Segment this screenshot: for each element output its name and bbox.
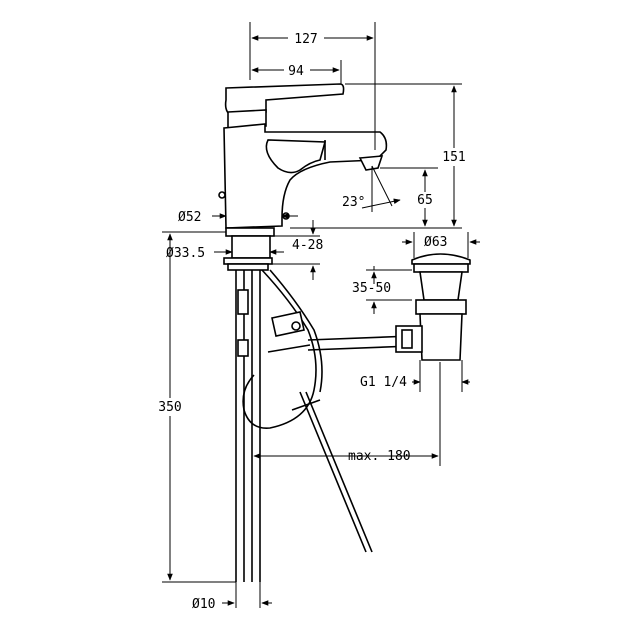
hose-fitting-lower (237, 339, 249, 357)
drain-assembly (395, 253, 471, 361)
dim-4-28: 4-28 (292, 238, 323, 253)
drain-plug-cap (411, 253, 471, 265)
drain-body-upper (419, 271, 463, 301)
mounting-assembly (223, 227, 275, 271)
popup-linkage (242, 269, 413, 553)
lever-handle (224, 83, 345, 117)
dim-dia-33-5: Ø33.5 (166, 246, 205, 261)
popup-knob (218, 191, 226, 199)
dim-dia-10: Ø10 (192, 597, 215, 612)
spout-recess (265, 139, 327, 174)
dim-94: 94 (288, 64, 304, 79)
mounting-nut (227, 263, 269, 271)
base-ring (225, 227, 275, 237)
threaded-shank (231, 235, 271, 259)
faucet-body (218, 83, 388, 229)
dim-dia-52: Ø52 (178, 210, 201, 225)
dim-127: 127 (294, 32, 317, 47)
dim-max-180: max. 180 (348, 449, 411, 464)
dim-350: 350 (158, 400, 181, 415)
dimension-labels: 127 94 151 65 23° Ø52 Ø33.5 4-28 Ø63 35-… (155, 30, 472, 612)
dim-23-degrees: 23° (342, 195, 365, 210)
dim-35-50: 35-50 (352, 281, 391, 296)
cartridge-cap (227, 109, 267, 129)
drain-nut (415, 299, 467, 315)
dim-151: 151 (442, 150, 465, 165)
dim-dia-63: Ø63 (424, 235, 447, 250)
drain-flange (413, 263, 469, 273)
dimension-lines (162, 22, 480, 608)
mounting-washer (223, 257, 273, 265)
dim-65: 65 (417, 193, 433, 208)
aerator (358, 155, 384, 171)
main-body (223, 123, 388, 229)
supply-hoses (235, 270, 261, 582)
hose-fitting (237, 289, 249, 315)
linkage-nut (401, 329, 413, 349)
dim-g1-1-4: G1 1/4 (360, 375, 407, 390)
drain-body-lower (419, 313, 463, 361)
